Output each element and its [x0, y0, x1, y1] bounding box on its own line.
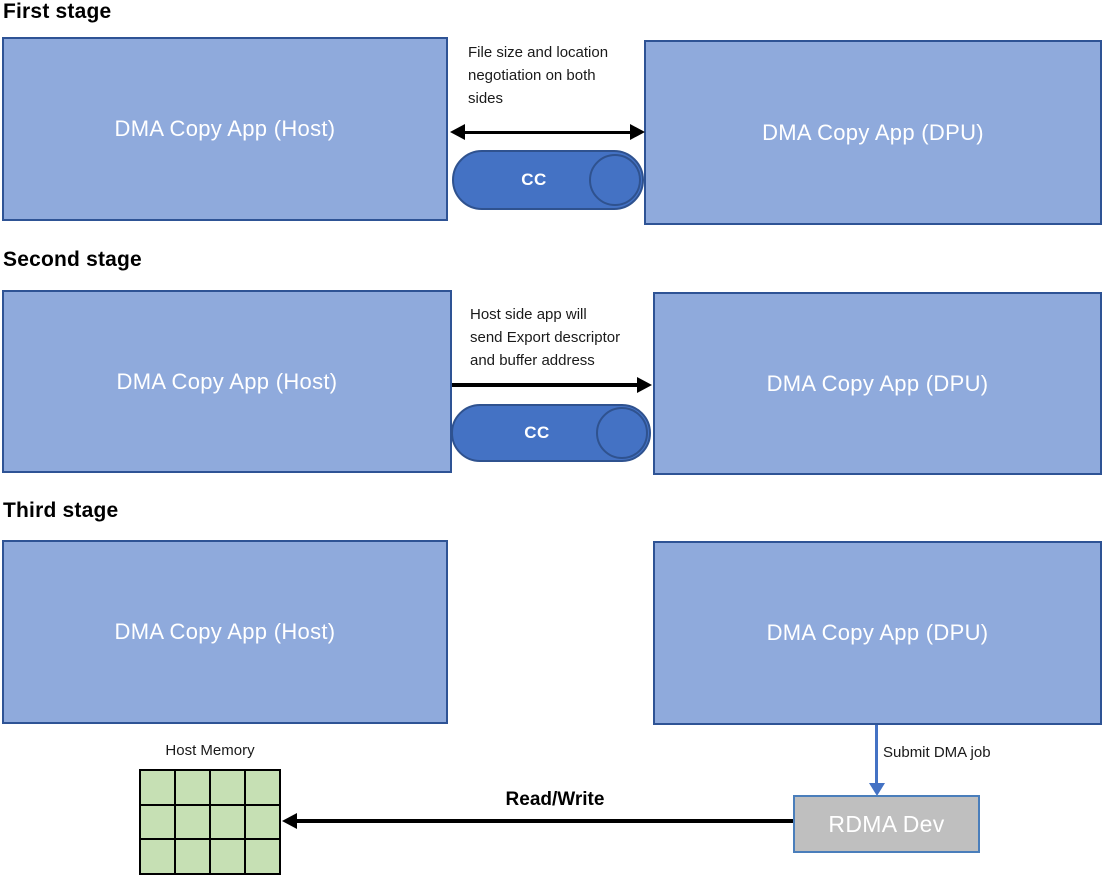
stage-3-host-label: DMA Copy App (Host)	[114, 619, 336, 644]
stage-2-cc-label: CC	[524, 423, 550, 442]
rdma-dev-box: RDMA Dev	[793, 795, 980, 853]
stage-2-cc-channel-shape: CC	[451, 404, 651, 462]
stage-1-title: First stage	[3, 0, 112, 23]
stage-1-dpu-label: DMA Copy App (DPU)	[762, 119, 984, 145]
stage-2-dpu-label: DMA Copy App (DPU)	[766, 370, 989, 396]
host-memory-grid	[139, 769, 281, 875]
memory-cell	[141, 771, 174, 804]
stage-2-title: Second stage	[3, 248, 142, 271]
rdma-dev-label: RDMA Dev	[828, 810, 945, 837]
stage-2-dpu-box: DMA Copy App (DPU)	[653, 292, 1102, 475]
stage-2-host-label: DMA Copy App (Host)	[116, 368, 338, 394]
memory-cell	[246, 805, 279, 839]
submit-dma-label: Submit DMA job	[883, 744, 991, 761]
stage-3-dpu-label: DMA Copy App (DPU)	[766, 620, 989, 645]
stage-3-title: Third stage	[3, 499, 119, 522]
stage-1-cc-channel-shape: CC	[452, 150, 644, 210]
memory-cell	[211, 805, 244, 839]
memory-cell	[246, 840, 279, 873]
stage-2-host-box: DMA Copy App (Host)	[2, 290, 452, 473]
memory-cell	[176, 805, 209, 839]
memory-cell	[246, 771, 279, 804]
memory-cell	[141, 805, 174, 839]
memory-cell	[211, 840, 244, 873]
memory-cell	[211, 771, 244, 804]
stage-1-host-label: DMA Copy App (Host)	[114, 116, 336, 141]
stage-1-host-box: DMA Copy App (Host)	[2, 37, 448, 221]
stage-2-caption: Host side app will send Export descripto…	[470, 306, 621, 369]
stage-1-cc-label: CC	[521, 170, 547, 189]
stage-1-dpu-box: DMA Copy App (DPU)	[644, 40, 1102, 225]
memory-cell	[176, 840, 209, 873]
read-write-label: Read/Write	[505, 789, 605, 810]
stage-3-dpu-box: DMA Copy App (DPU)	[653, 541, 1102, 725]
stage-3-host-box: DMA Copy App (Host)	[2, 540, 448, 724]
stage-2-cc-circle	[596, 407, 648, 459]
memory-cell	[141, 840, 174, 873]
memory-cell	[176, 771, 209, 804]
stage-1-cc-circle	[589, 154, 641, 206]
host-memory-label: Host Memory	[165, 742, 255, 759]
stage-1-caption: File size and location negotiation on bo…	[468, 44, 609, 107]
